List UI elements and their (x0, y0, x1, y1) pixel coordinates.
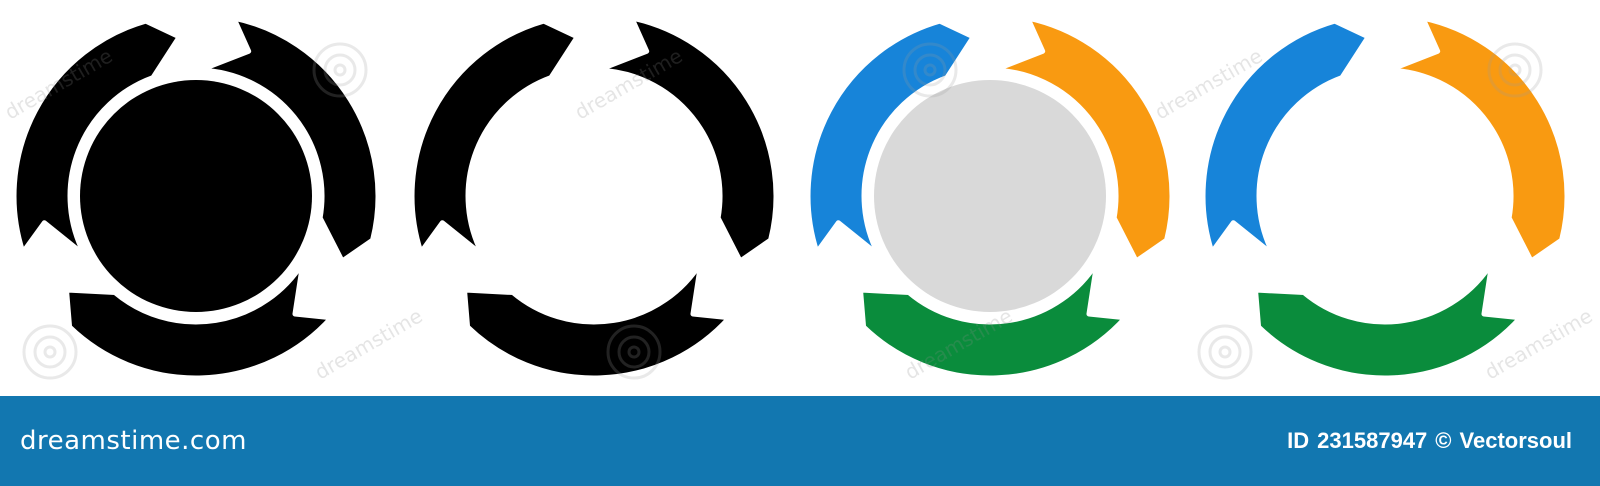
cycle-segment-orange (1386, 15, 1570, 264)
cycle-center-disc (478, 80, 710, 312)
watermark-logo-icon (1197, 324, 1253, 380)
watermark-logo-icon (22, 324, 78, 380)
cycle-icon-colored-gray-center (805, 15, 1175, 381)
cycle-segment-green (858, 260, 1128, 381)
cycle-segment-blue (1200, 18, 1371, 258)
author-name: Vectorsoul (1459, 428, 1572, 453)
watermark-logo-icon (606, 324, 662, 380)
id-label: ID (1287, 428, 1310, 453)
footer-bar: dreamstime.com ID 231587947 © Vectorsoul (0, 396, 1600, 486)
cycle-segment (462, 260, 732, 381)
cycle-icons-artwork: dreamstime dreamstime dreamstime dreamst… (0, 15, 1597, 385)
cycle-icon-solid-black (11, 15, 381, 381)
cycle-segment (595, 15, 779, 264)
watermark-logo-icon (902, 42, 958, 98)
watermark-logo-icon (1487, 42, 1543, 98)
cycle-segment-orange (991, 15, 1175, 264)
cycle-center-disc (80, 80, 312, 312)
copyright-icon: © (1435, 428, 1452, 453)
brand-logo-text: dreamstime.com (20, 426, 247, 456)
cycle-segment-green (1253, 260, 1523, 381)
cycle-segment (197, 15, 381, 264)
cycle-icon-colored-outline (1200, 15, 1570, 381)
cycle-segment-blue (805, 18, 976, 258)
cycle-center-disc (874, 80, 1106, 312)
watermark-logo-icon (312, 42, 368, 98)
image-credit: ID 231587947 © Vectorsoul (1287, 428, 1572, 454)
cycle-center-disc (1269, 80, 1501, 312)
image-id: 231587947 (1317, 428, 1428, 453)
cycle-segment (11, 18, 182, 258)
cycle-segment (64, 260, 334, 381)
cycle-segment (409, 18, 580, 258)
cycle-icon-outline-black (409, 15, 779, 381)
